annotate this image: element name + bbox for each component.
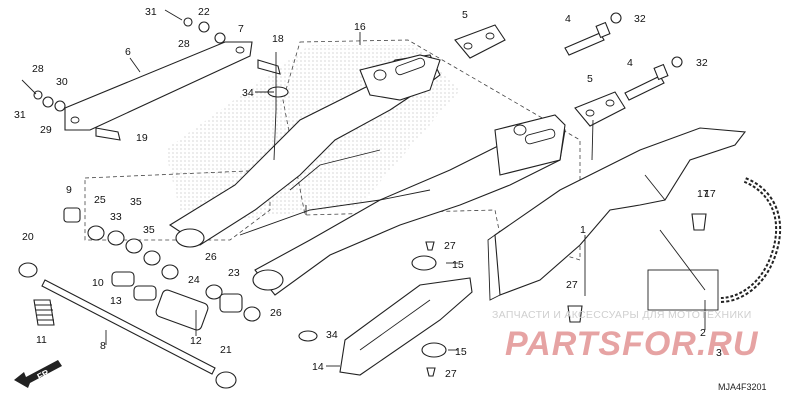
leader-lines [105,32,706,367]
nut-28-left [33,90,43,100]
callout: 18 [272,33,284,45]
callout: 12 [190,335,202,347]
pivot-spring [33,299,55,326]
front-direction-arrow: FR. [14,360,62,388]
drawing-code: MJA4F3201 [718,382,767,392]
callout: 23 [228,267,240,279]
nut-28-top [183,17,193,27]
bushing-set [63,207,261,331]
callout: 17 [704,188,716,200]
callout: 35 [143,224,155,236]
washer-22 [198,21,210,33]
pivot-bolt [18,262,237,389]
callout: 31 [145,6,157,18]
callout: 2 [700,327,706,339]
callout: 19 [136,132,148,144]
callout: 26 [270,307,282,319]
callout: 29 [40,124,52,136]
callout: 11 [36,334,47,346]
rubber-pad-upper [411,255,437,271]
callout: 13 [110,295,122,307]
callout: 31 [14,109,26,121]
callout: 35 [130,196,142,208]
callout: 6 [125,46,131,58]
callout: 8 [100,340,106,352]
washer-30 [54,100,66,112]
callout-labels: 31 22 7 28 6 18 16 5 4 32 28 30 31 29 19… [14,6,722,380]
callout: 4 [565,13,571,25]
callout: 20 [22,231,34,243]
callout: 15 [452,259,464,271]
callout: 14 [312,361,324,373]
chain-joint-box [647,269,719,311]
cotter-31-top [164,9,183,21]
callout: 17 [697,188,709,200]
watermark-text: ЗАПЧАСТИ И АКСЕССУАРЫ ДЛЯ МОТОТЕХНИКИ [492,309,752,321]
callout: 4 [627,57,633,69]
callout: 5 [462,9,468,21]
callout: 33 [110,211,122,223]
bolt-19 [95,127,121,141]
bolt-27-lower [426,367,436,377]
callout: 5 [587,73,593,85]
callout: 22 [198,6,210,18]
callout: 27 [445,368,457,380]
callout: 34 [326,329,338,341]
chain-adjuster-lower [574,91,626,127]
adjuster-bolt-upper [564,12,622,56]
callout: 30 [56,76,68,88]
callout: 28 [32,63,44,75]
callout: 27 [566,279,578,291]
rubber-pad-lower [421,342,447,358]
callout: 32 [634,13,646,25]
callout: 27 [444,240,456,252]
callout: 26 [205,251,217,263]
callout: 24 [188,274,200,286]
callout: 21 [220,344,232,356]
callout: 25 [94,194,106,206]
bolt-17-upper [691,213,707,231]
cap-lower [298,330,318,342]
chain-case [487,127,747,301]
watermark-logo: PARTSFOR.RU [505,325,759,363]
callout: 32 [696,57,708,69]
callout: 9 [66,184,72,196]
callout: 28 [178,38,190,50]
bolt-27-upper [425,241,435,251]
callout: 10 [92,277,104,289]
bolt-18 [257,59,281,75]
washer-7 [214,32,226,44]
cotter-31-left [21,79,37,95]
chain-adjuster-upper [454,24,506,59]
callout: 15 [455,346,467,358]
adjuster-bolt-lower [624,56,683,101]
callout: 1 [580,224,586,236]
callout: 34 [242,87,254,99]
callout: 16 [354,21,366,33]
drive-chain [719,177,782,303]
washer-29 [42,96,54,108]
chain-slider [339,277,473,376]
swingarm [168,54,566,296]
callout: 3 [716,347,722,359]
link-arm [64,41,253,131]
bolt-17-lower [567,305,583,323]
callout: 7 [238,23,244,35]
